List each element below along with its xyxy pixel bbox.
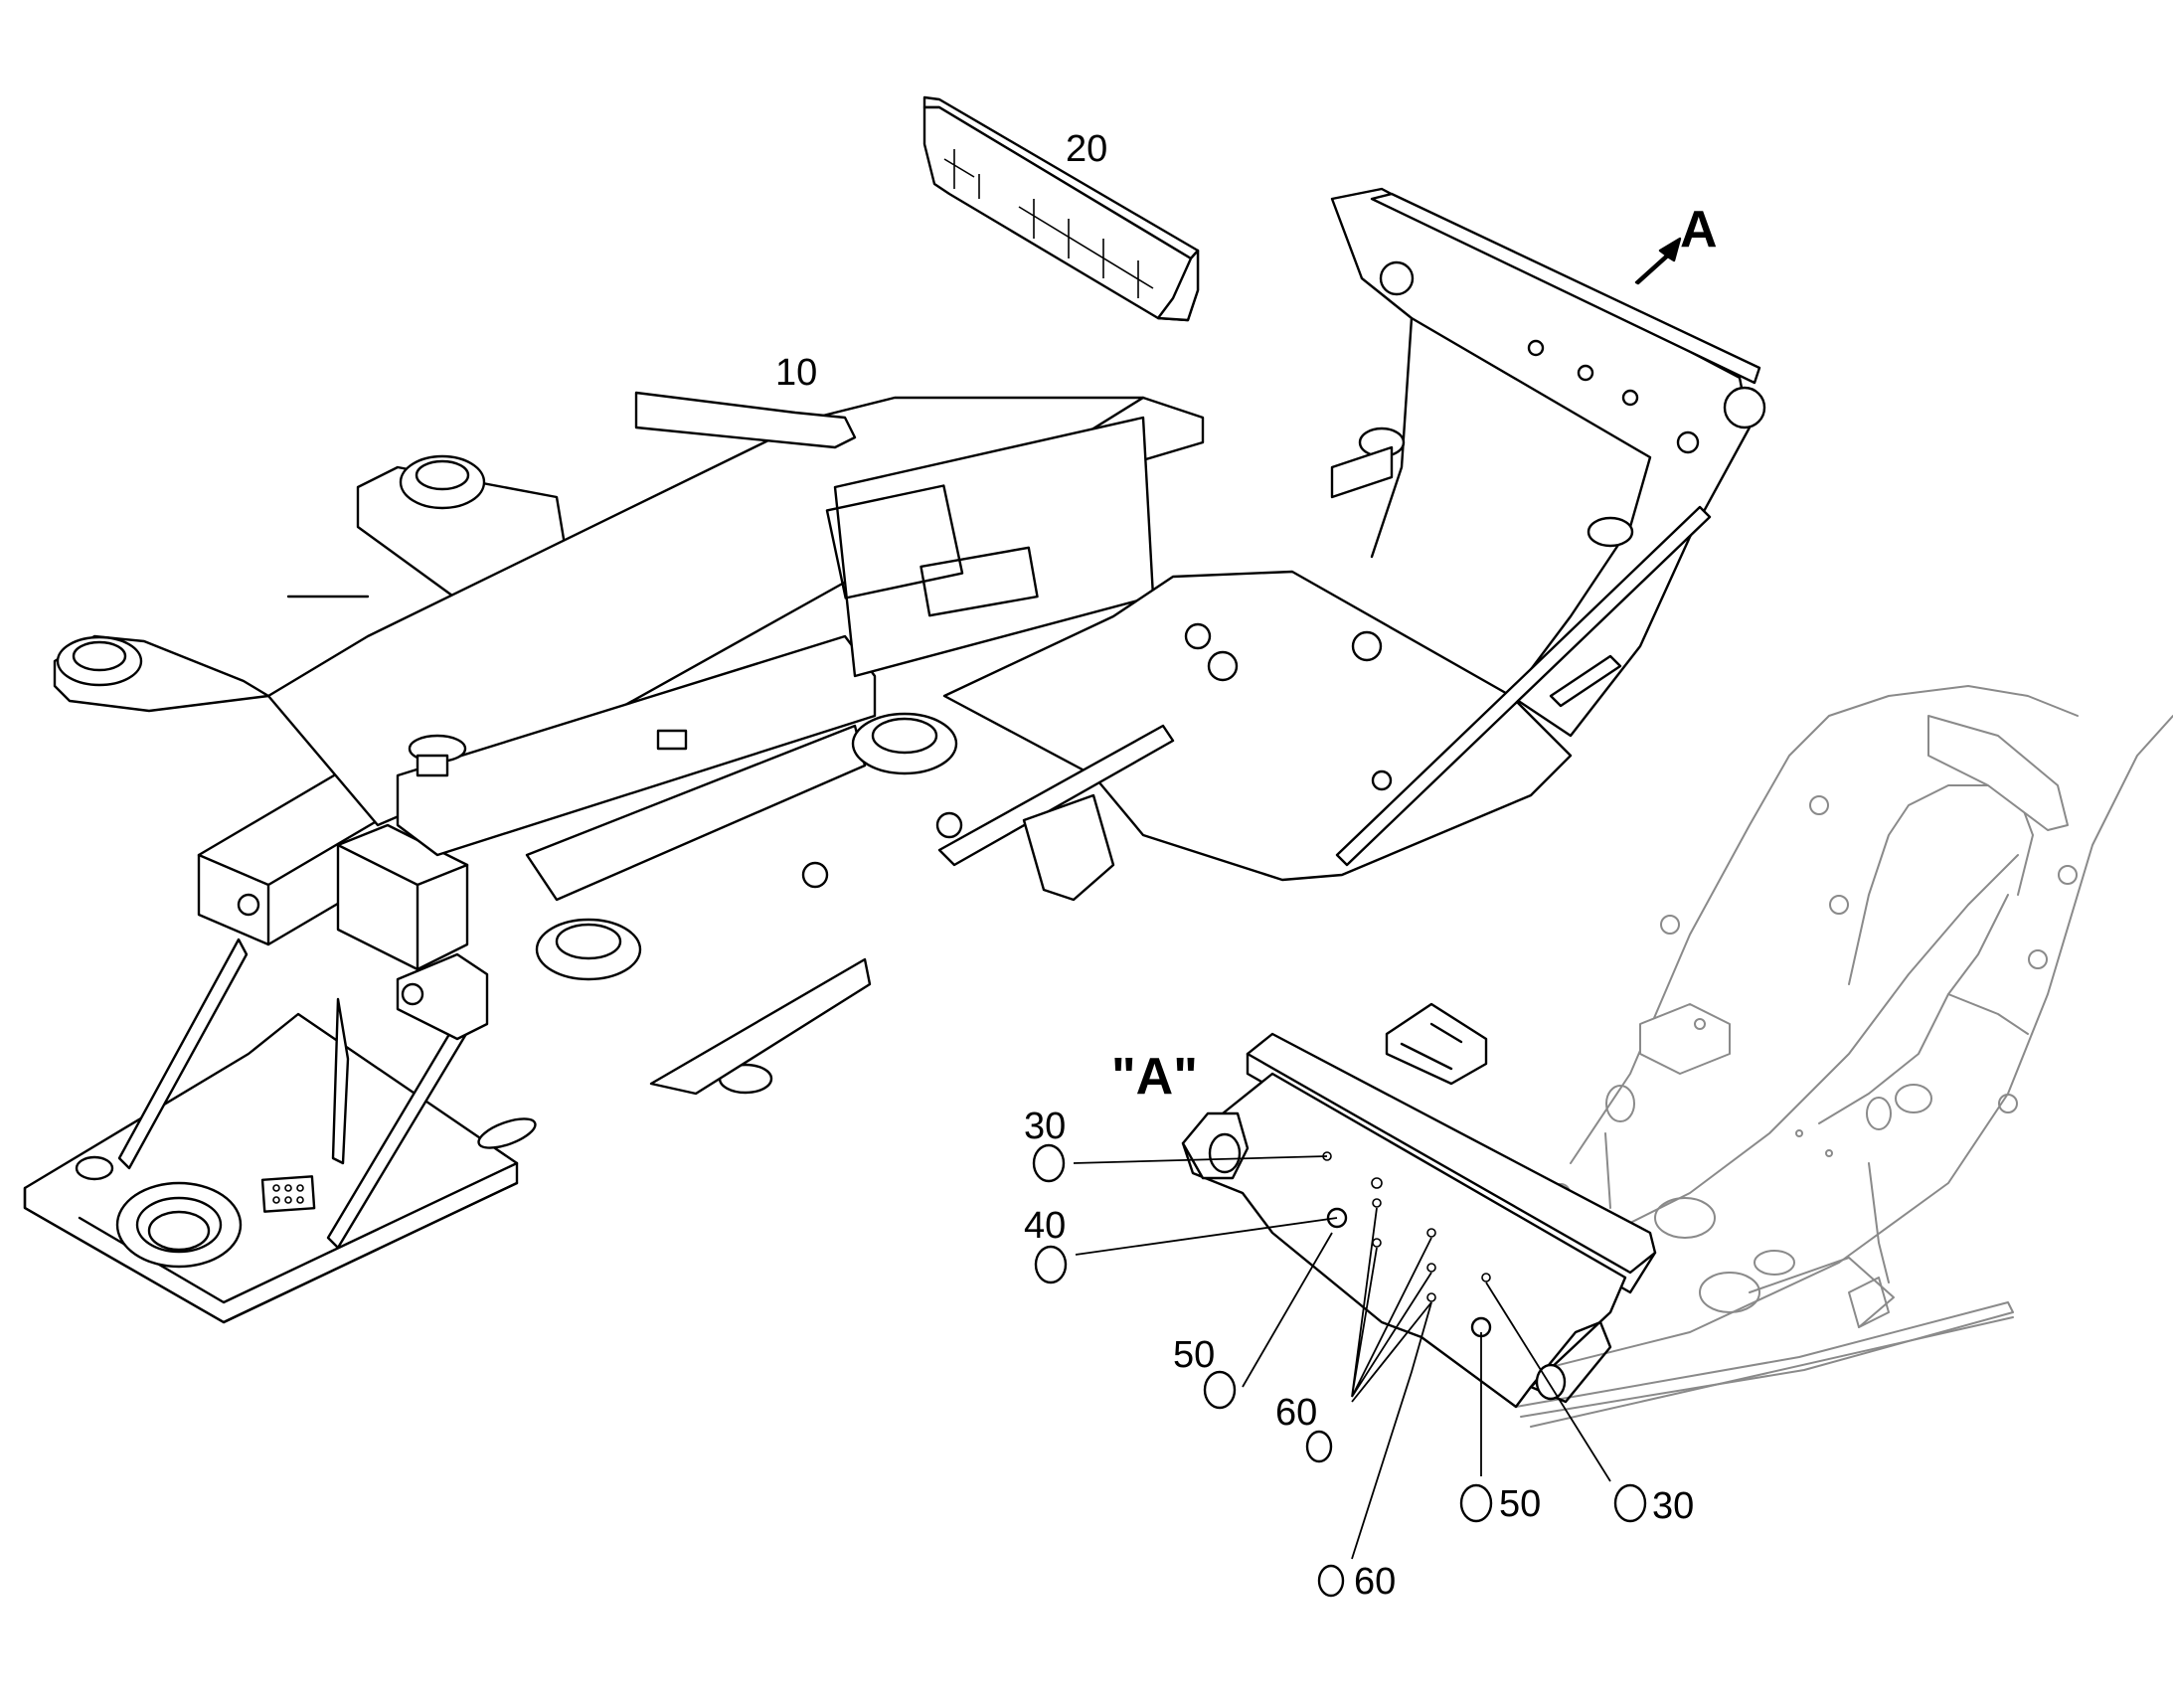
main-frame xyxy=(23,187,1766,1324)
plug-60-left xyxy=(1305,1430,1333,1463)
plug-30-bottom xyxy=(1613,1483,1647,1523)
plug-50-bottom xyxy=(1459,1483,1493,1523)
leader-lines xyxy=(1073,1155,1611,1560)
plug-60-bottom xyxy=(1317,1564,1345,1598)
plug-30-upper xyxy=(1032,1143,1066,1183)
callout-labels: 20 10 "A" 30 40 50 60 60 50 30 xyxy=(775,128,1694,1603)
callout-50-bottom: 50 xyxy=(1499,1483,1541,1525)
detail-view-title: "A" xyxy=(1111,1048,1198,1106)
view-a-arrow: A xyxy=(1634,201,1718,285)
detail-view-ghost-frame xyxy=(1510,685,2173,1428)
callout-60-left: 60 xyxy=(1275,1392,1317,1434)
callout-60-bottom: 60 xyxy=(1354,1561,1396,1603)
view-letter: A xyxy=(1680,201,1718,258)
callout-20: 20 xyxy=(1066,128,1107,170)
counterweight-plate xyxy=(922,95,1200,322)
callout-40: 40 xyxy=(1024,1205,1066,1247)
plug-40 xyxy=(1034,1245,1068,1284)
plug-symbols xyxy=(1032,1143,1647,1598)
callout-10: 10 xyxy=(775,352,817,394)
plug-50-left xyxy=(1203,1370,1237,1410)
callout-30-bottom: 30 xyxy=(1652,1485,1694,1527)
callout-50-left: 50 xyxy=(1173,1334,1215,1376)
callout-30-upper: 30 xyxy=(1024,1106,1066,1147)
